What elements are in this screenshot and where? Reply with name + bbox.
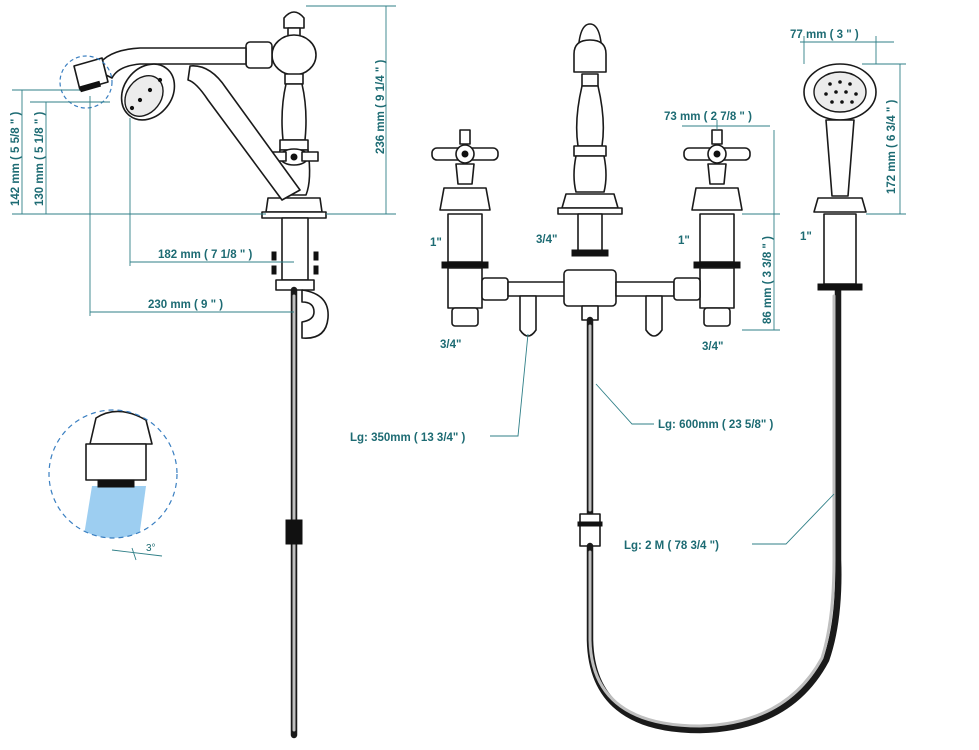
spout-center-connection: 3/4" — [536, 234, 557, 246]
right-valve-bottom-connection: 3/4" — [702, 341, 723, 353]
right-valve — [683, 129, 751, 327]
handshower-height-dimension: 172 mm ( 6 3/4 " ) — [886, 100, 898, 194]
handshower-mount-connection: 1" — [800, 231, 812, 243]
handshower-hose-length: Lg: 2 M ( 78 3/4 ") — [624, 540, 719, 552]
front-view-dimension-lines — [490, 36, 906, 545]
short-hose-length: Lg: 350mm ( 13 3/4" ) — [350, 432, 466, 444]
handshower — [803, 63, 877, 291]
front-view-faucet — [431, 23, 842, 734]
center-hose-length: Lg: 600mm ( 23 5/8" ) — [658, 419, 774, 431]
handshower-diameter-dimension: 77 mm ( 3 " ) — [790, 29, 859, 41]
flow-angle-label: 3° — [146, 543, 156, 554]
side-view-spout — [59, 11, 329, 739]
reach-230-dimension: 230 mm ( 9 " ) — [148, 299, 223, 311]
valve-height-dimension: 86 mm ( 3 3/8 " ) — [762, 236, 774, 324]
total-height-dimension: 236 mm ( 9 1/4 " ) — [375, 60, 387, 154]
aerator-detail — [48, 409, 178, 561]
left-valve — [431, 129, 499, 327]
side-view-dimension-lines — [12, 5, 396, 316]
spout-height-130-dimension: 130 mm ( 5 1/8 " ) — [34, 112, 46, 206]
handle-spacing-dimension: 73 mm ( 2 7/8 " ) — [664, 111, 752, 123]
spout-height-142-dimension: 142 mm ( 5 5/8 " ) — [10, 112, 22, 206]
left-valve-top-connection: 1" — [430, 237, 442, 249]
right-valve-top-connection: 1" — [678, 235, 690, 247]
left-valve-bottom-connection: 3/4" — [440, 339, 461, 351]
reach-182-dimension: 182 mm ( 7 1/8 " ) — [158, 249, 252, 261]
